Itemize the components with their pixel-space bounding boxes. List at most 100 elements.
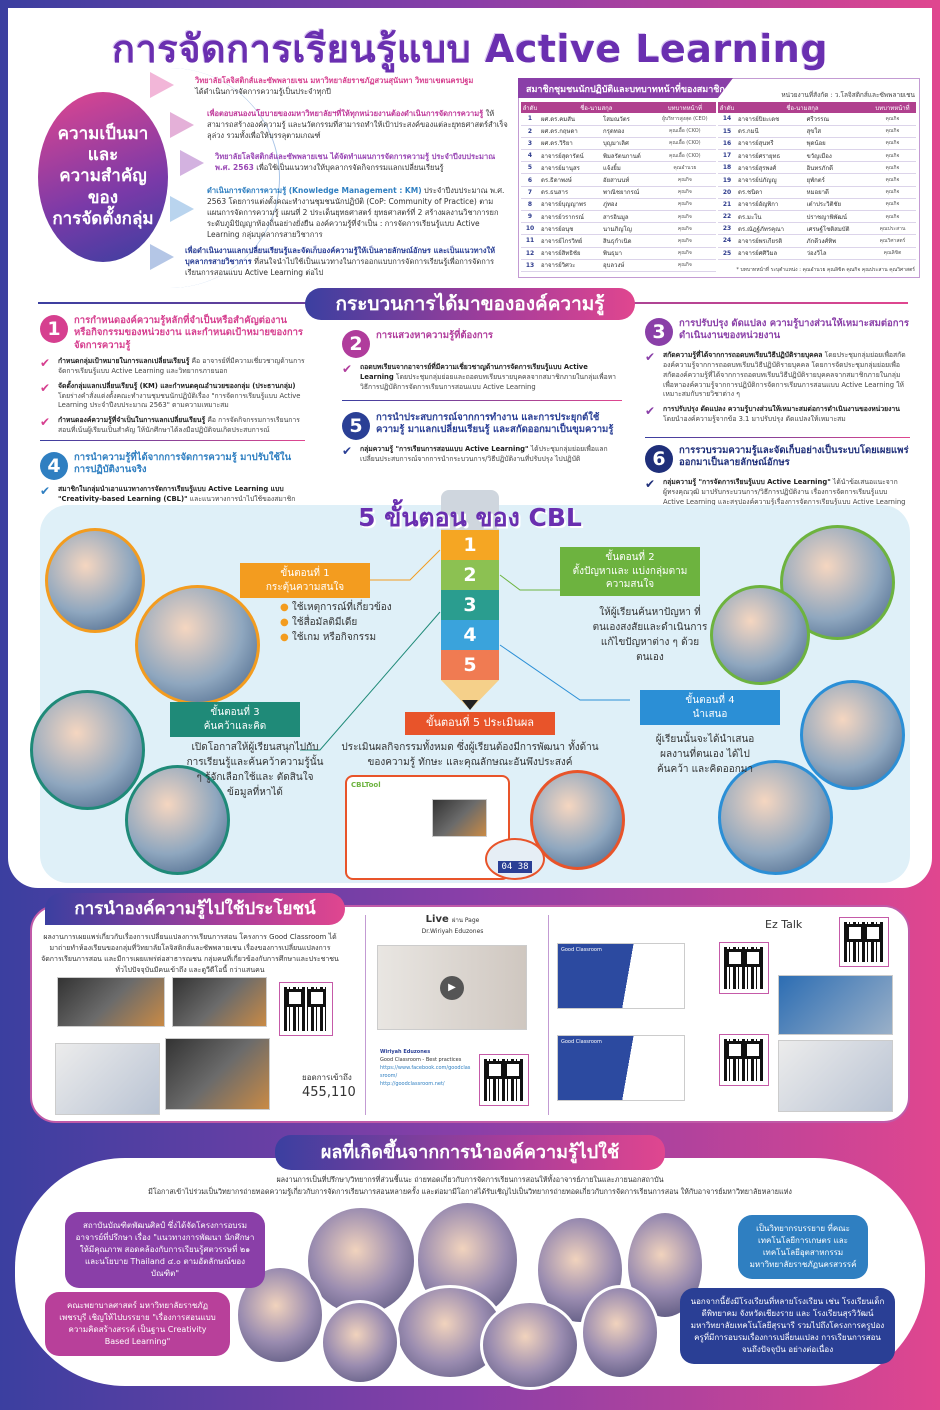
reach-label: ยอดการเข้าถึง xyxy=(302,1073,352,1082)
last-name: กรุดทอง xyxy=(600,125,654,138)
photo-presentation-2 xyxy=(718,760,833,875)
pencil-step-2: 2 xyxy=(441,560,499,590)
role: คุณกิจ xyxy=(653,247,716,260)
photo-students-floor xyxy=(710,585,810,685)
last-name: พุดน้อย xyxy=(804,137,869,151)
first-name: อาจารย์ปิยะเดช xyxy=(736,113,805,126)
item-text: ได้ประชุมกลุ่มย่อยเพื่อแลกเปลี่ยนประสบกา… xyxy=(360,445,608,463)
arrow-icon xyxy=(150,244,174,270)
row-number: 3 xyxy=(521,137,539,151)
table-header: ลำดับชื่อ-นามสกุลบทบาทหน้าที่ xyxy=(521,102,716,113)
col-header: ชื่อ-นามสกุล xyxy=(736,102,869,113)
row-number: 2 xyxy=(521,125,539,138)
check-icon: ✔ xyxy=(40,484,51,498)
cbl-tool-device xyxy=(432,799,487,837)
role: คุณอำนวย xyxy=(653,161,716,175)
members-title: สมาชิกชุมชนนักปฏิบัติและบทบาทหน้าที่ของส… xyxy=(518,78,733,98)
arrow-icon xyxy=(170,112,194,138)
results-intro-1: ผลงานการเป็นที่ปรึกษา/วิทยากรที่ส่วนชี้แ… xyxy=(276,1175,664,1184)
photo-group xyxy=(305,1205,417,1317)
role: คุณกิจ xyxy=(653,186,716,199)
role: คุณกิจ xyxy=(868,113,916,126)
role: คุณวิศาสตร์ xyxy=(868,234,916,248)
ez-talk-video[interactable]: Good Classroom xyxy=(557,943,685,1009)
last-name: ว่องวิไล xyxy=(804,247,869,260)
step-item: ✔ถอดบทเรียนจากอาจารย์ที่มีความเชี่ยวชาญด… xyxy=(342,363,622,393)
row-number: 7 xyxy=(521,186,539,199)
row-number: 16 xyxy=(718,137,736,151)
qr-code[interactable] xyxy=(719,1034,769,1086)
pencil-eraser xyxy=(441,490,499,530)
first-name: ดร.มะโน xyxy=(736,210,805,224)
role: คุณกิจ xyxy=(653,210,716,224)
first-name: อาจารย์บุญญาพร xyxy=(539,198,601,212)
role: คุณกิจ xyxy=(868,198,916,212)
item-text: คือ อาจารย์ที่มีความเชี่ยวชาญด้านการจัดก… xyxy=(58,357,305,375)
row-number: 10 xyxy=(521,222,539,236)
photo-speaker-mic xyxy=(480,1300,580,1390)
qr-code[interactable] xyxy=(279,982,333,1036)
apply-intro: ผลงานการเผยแพร่เกี่ยวกับเรื่องการเปลี่ยน… xyxy=(41,933,339,974)
divider xyxy=(365,915,366,1115)
item-bold: กำหนดกลุ่มเป้าหมายในการแลกเปลี่ยนเรียนรู… xyxy=(58,357,190,366)
live-video[interactable]: ▶ xyxy=(377,945,527,1030)
divider xyxy=(548,915,549,1115)
step-title: การแสวงหาความรู้ที่ต้องการ xyxy=(376,330,494,341)
check-icon: ✔ xyxy=(40,380,51,395)
ez-talk-title: Ez Talk xyxy=(765,918,803,931)
last-name: ยุพักตร์ xyxy=(804,173,869,187)
last-name: แจ้งยิ้ม xyxy=(600,161,654,175)
first-name: อาจารย์ศรายุทธ xyxy=(736,149,805,163)
background-item: เพื่อดำเนินงานแลกเปลี่ยนเรียนรู้และจัดเก… xyxy=(185,246,496,277)
step-item: ✔กำหนดกลุ่มเป้าหมายในการแลกเปลี่ยนเรียนร… xyxy=(40,357,305,377)
first-name: ผศ.ดร.วิริยา xyxy=(539,137,601,151)
background-item: เพื่อตอบสนองนโยบายของมหาวิทยาลัยฯที่ให้ท… xyxy=(207,109,508,140)
step-number: 2 xyxy=(342,330,370,358)
play-icon[interactable]: ▶ xyxy=(440,976,464,1000)
qr-code[interactable] xyxy=(839,917,889,967)
divider xyxy=(645,437,910,438)
ez-talk-video[interactable]: Good Classroom xyxy=(557,1035,685,1101)
first-name: อาจารย์ไกรวิทย์ xyxy=(539,234,601,248)
cbl-step-1-bullets: ● ใช้เหตุการณ์ที่เกี่ยวข้อง ● ใช้สื่อมัล… xyxy=(280,600,392,645)
row-number: 19 xyxy=(718,173,736,187)
qr-code[interactable] xyxy=(719,942,769,994)
role: คุณเอื้อ (CKO) xyxy=(653,125,716,138)
role: คุณเอื้อ (CKO) xyxy=(653,149,716,163)
background-item: วิทยาลัยโลจิสติกส์และซัพพลายเชน ได้จัดทำ… xyxy=(215,152,496,172)
row-number: 4 xyxy=(521,149,539,163)
role: คุณกิจ xyxy=(868,137,916,151)
last-name: บุญมาเลิศ xyxy=(600,137,654,151)
check-icon: ✔ xyxy=(645,350,656,364)
first-name: อาจารย์มานุสร xyxy=(539,161,601,175)
video-thumb xyxy=(57,977,165,1027)
last-name: สารอินมูล xyxy=(600,210,654,224)
facebook-post-screenshot xyxy=(55,1043,160,1115)
cbl-step-2-desc: ให้ผู้เรียนค้นหาปัญหา ที่ตนเองสงสัยและดำ… xyxy=(592,607,708,663)
last-name: นามภิญโญ xyxy=(600,222,654,236)
last-name: พิมลรัตนกานต์ xyxy=(600,149,654,163)
pencil-lead xyxy=(462,700,478,710)
last-name: พาณิชยากรณ์ xyxy=(600,186,654,199)
qr-code[interactable] xyxy=(479,1054,529,1106)
photo-phone-hand xyxy=(530,770,625,870)
last-name: อัยสานนท์ xyxy=(600,173,654,187)
last-name: อุบลวงษ์ xyxy=(600,259,654,272)
table-header: ลำดับชื่อ-นามสกุลบทบาทหน้าที่ xyxy=(718,102,916,113)
check-icon: ✔ xyxy=(40,415,51,430)
item-text: โดยนำองค์ความรู้จากข้อ 3.1 มาปรับปรุง ดั… xyxy=(663,415,846,424)
